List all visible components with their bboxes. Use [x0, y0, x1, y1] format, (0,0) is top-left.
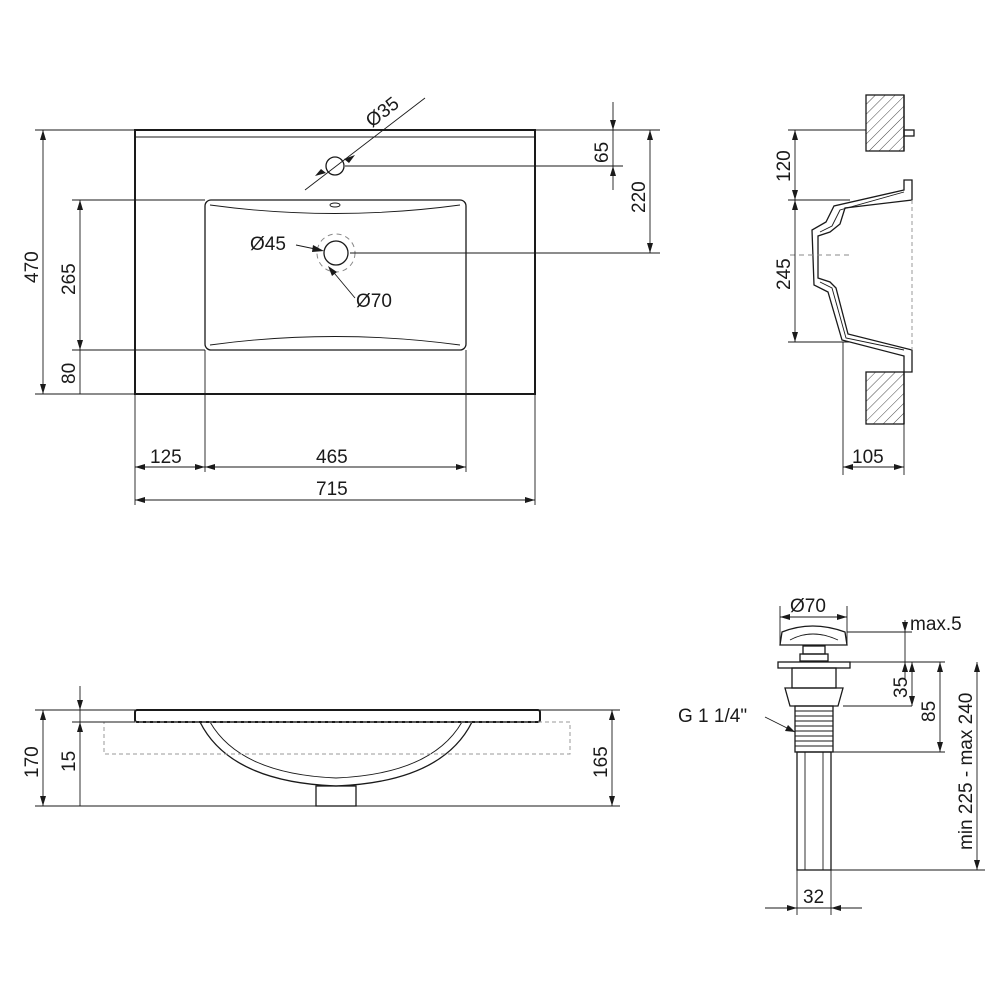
dim-side-bowl: 245 — [774, 258, 795, 290]
dim-depth-total: 470 — [22, 251, 43, 283]
front-view: 170 15 165 — [22, 686, 620, 807]
drain-hole — [323, 240, 349, 266]
dim-bowl-width: 465 — [316, 447, 348, 468]
drain-cap-diameter-label: Ø70 — [356, 291, 392, 312]
drain-cap — [779, 625, 848, 646]
thread-lines — [795, 710, 833, 747]
front-drain-outlet — [315, 785, 357, 807]
dim-width-total: 715 — [316, 479, 348, 500]
pipe-diameter-label: 32 — [803, 887, 824, 908]
tap-hole-diameter-label: Ø35 — [362, 93, 403, 132]
bowl-section-profile — [811, 179, 913, 373]
front-rim — [134, 709, 541, 723]
top-view: Ø35 Ø45 Ø70 65 220 470 265 — [22, 93, 660, 505]
tap-hole — [325, 156, 345, 176]
dim-tap-offset: 65 — [592, 142, 613, 163]
overflow-slot — [329, 202, 341, 208]
drain-flange — [777, 661, 851, 669]
bowl-back-curve — [209, 204, 461, 214]
bowl-front-curve — [209, 336, 461, 346]
dim-front-offset: 80 — [59, 363, 80, 384]
cap-max-label: max.5 — [910, 614, 962, 635]
dim-85: 85 — [919, 701, 940, 722]
thread-label: G 1 1/4" — [678, 706, 747, 727]
dim-bowl-depth: 265 — [59, 263, 80, 295]
dim-side-depth: 105 — [852, 447, 884, 468]
front-cabinet-hidden — [103, 721, 571, 755]
dim-range: min 225 - max 240 — [956, 693, 977, 850]
dim-side-top: 120 — [774, 150, 795, 182]
drain-fitting: Ø70 max.5 35 85 min 225 - max 240 G 1 1/… — [678, 596, 985, 915]
basin-outline — [134, 129, 536, 395]
dim-front-bowl: 165 — [591, 746, 612, 778]
dim-front-total: 170 — [22, 746, 43, 778]
wall-bottom-hatch — [865, 371, 905, 425]
drain-cap-outline — [316, 233, 356, 273]
dim-drain-offset: 220 — [629, 181, 650, 213]
tap-leader — [304, 97, 426, 191]
dim-35: 35 — [891, 677, 912, 698]
drain-tailpipe — [796, 751, 832, 871]
dim-front-rim: 15 — [59, 751, 80, 772]
dim-left-offset: 125 — [150, 447, 182, 468]
drain-diameter-label: Ø45 — [250, 234, 286, 255]
wall-top-hatch — [865, 94, 905, 152]
drain-thread — [794, 705, 834, 753]
cap-diameter-label: Ø70 — [790, 596, 826, 617]
side-section: 120 245 105 — [774, 94, 915, 475]
bowl-outline — [204, 199, 467, 351]
